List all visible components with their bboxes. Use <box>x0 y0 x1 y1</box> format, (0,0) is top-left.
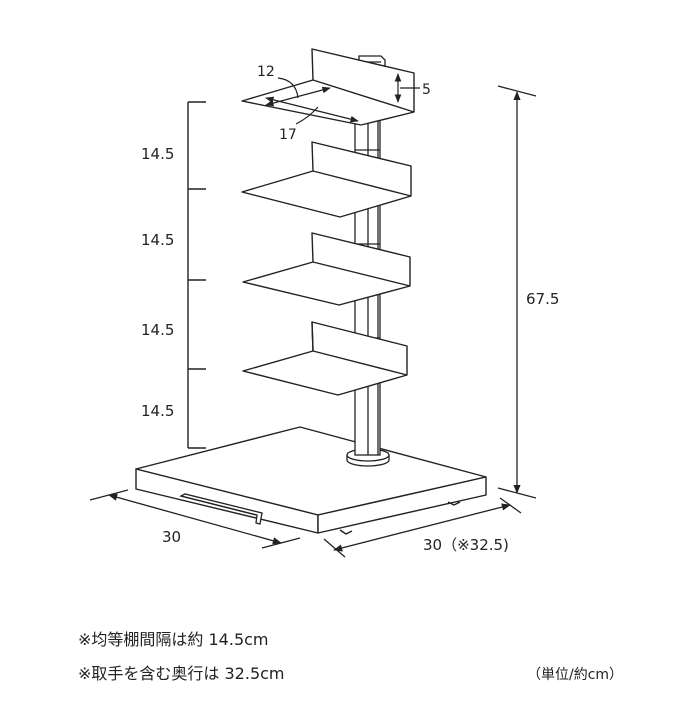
top-shelf-dimensions <box>265 73 420 125</box>
unit-label: （単位/約cm） <box>527 667 624 683</box>
shelf-3 <box>242 232 411 306</box>
note-depth-with-handle: ※取手を含む奥行は 32.5cm <box>78 664 285 683</box>
label-spacing-2: 14.5 <box>141 231 174 249</box>
shelf-2 <box>241 141 412 218</box>
label-total-height: 67.5 <box>526 290 559 308</box>
base-depth-dimension <box>323 497 522 558</box>
note-shelf-spacing: ※均等棚間隔は約 14.5cm <box>78 630 269 649</box>
label-shelf-lip: 5 <box>422 82 431 98</box>
label-base-width: 30 <box>162 528 181 546</box>
base-width-dimension <box>89 489 301 549</box>
label-spacing-1: 14.5 <box>141 145 174 163</box>
spacing-bracket <box>187 101 206 449</box>
label-shelf-width: 17 <box>279 127 297 143</box>
label-spacing-4: 14.5 <box>141 402 174 420</box>
label-spacing-3: 14.5 <box>141 321 174 339</box>
label-base-depth: 30（※32.5) <box>423 536 509 554</box>
label-shelf-depth: 12 <box>257 64 275 80</box>
shelf-4 <box>242 321 408 396</box>
height-dimension <box>497 85 537 499</box>
